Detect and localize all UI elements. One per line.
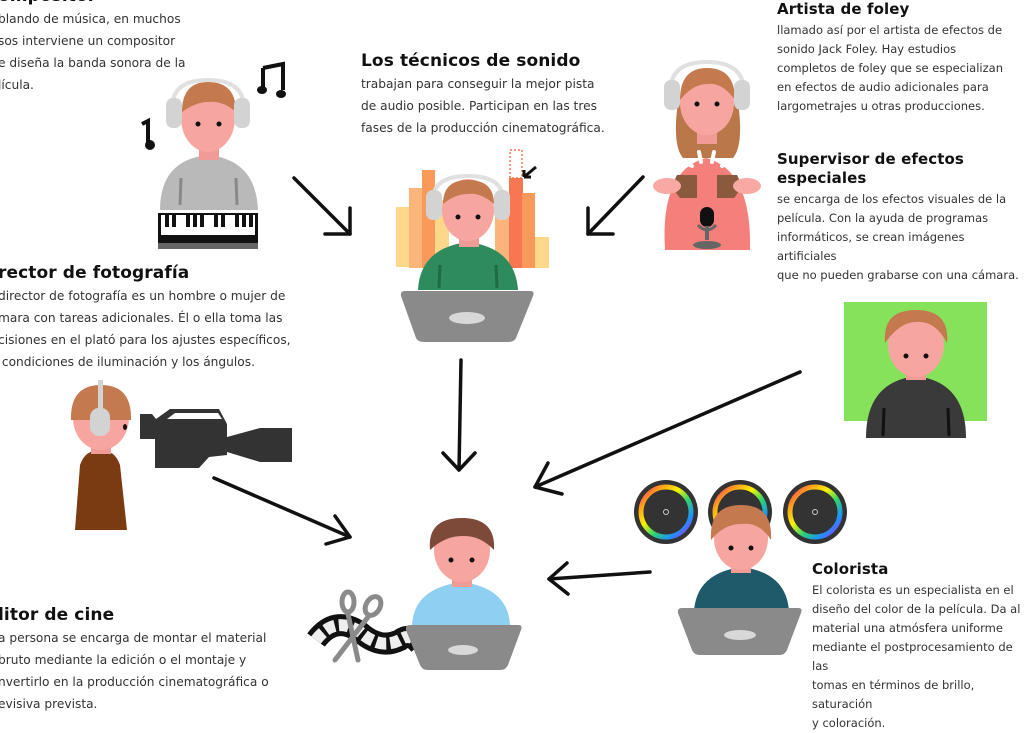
sound-technicians-title: Los técnicos de sonido xyxy=(361,51,581,71)
description-line: largometrajes u otras producciones. xyxy=(777,99,985,113)
description-line: nvertirlo en la producción cinematográfi… xyxy=(0,675,269,689)
description-line: director de fotografía es un hombre o mu… xyxy=(0,289,286,303)
foley-artist-description: llamado así por el artista de efectos de… xyxy=(777,21,1021,116)
description-line: mediante el postprocesamiento de las xyxy=(812,640,1013,673)
vfx-supervisor-illustration xyxy=(844,302,987,438)
foley-artist-title: Artista de foley xyxy=(777,0,910,18)
vfx-supervisor-block: Supervisor de efectos especiales se enca… xyxy=(777,150,1021,285)
colorist-block: Colorista El colorista es un especialist… xyxy=(812,560,1022,733)
cinematographer-illustration xyxy=(70,380,292,530)
cinematographer-block: rector de fotografía director de fotogra… xyxy=(0,263,291,373)
description-line: fases de la producción cinematográfica. xyxy=(361,121,605,135)
film-editor-description: a persona se encarga de montar el materi… xyxy=(0,627,269,715)
arrow-colorist-to-editor xyxy=(547,561,652,596)
cinematographer-description: director de fotografía es un hombre o mu… xyxy=(0,285,291,373)
description-line: sonido Jack Foley. Hay estudios xyxy=(777,42,957,56)
color-wheel-icon xyxy=(783,480,847,544)
description-line: película. Con la ayuda de programas xyxy=(777,211,989,225)
color-wheel-icon xyxy=(634,480,698,544)
film-editor-block: litor de cine a persona se encarga de mo… xyxy=(0,605,269,715)
composer-title: ompositor xyxy=(0,0,185,6)
description-line: completos de foley que se especializan xyxy=(777,61,1003,75)
composer-block: ompositor blando de música, en muchos so… xyxy=(0,0,185,96)
description-line: material una atmósfera uniforme xyxy=(812,621,1003,635)
description-line: diseño del color de la película. Da al xyxy=(812,602,1021,616)
description-line: llamado así por el artista de efectos de xyxy=(777,23,1003,37)
description-line: evisiva prevista. xyxy=(0,697,98,711)
foley-artist-illustration xyxy=(653,59,761,250)
description-line: mara con tareas adicionales. Él o ella t… xyxy=(0,311,283,325)
description-line: El colorista es un especialista en el xyxy=(812,583,1014,597)
microphone-icon xyxy=(693,207,721,249)
description-line: e diseña la banda sonora de la xyxy=(0,56,186,70)
description-line: trabajan para conseguir la mejor pista xyxy=(361,77,595,91)
description-line: cisiones en el plató para los ajustes es… xyxy=(0,333,291,347)
description-line: tomas en términos de brillo, saturación xyxy=(812,678,975,711)
arrow-vfx-to-editor xyxy=(533,370,802,496)
description-line: blando de música, en muchos xyxy=(0,12,181,26)
music-note-icon xyxy=(257,61,286,98)
sound-technician-illustration xyxy=(396,149,549,342)
foley-artist-block: Artista de foley llamado así por el arti… xyxy=(777,0,1021,116)
arrow-sound-to-editor xyxy=(441,358,477,472)
laptop-icon xyxy=(405,625,522,670)
arrow-cinematographer-to-editor xyxy=(212,476,352,546)
illustration-layer xyxy=(70,59,987,670)
arrow-foley-to-sound xyxy=(586,175,645,236)
composer-description: blando de música, en muchos sos intervie… xyxy=(0,8,185,96)
colorist-description: El colorista es un especialista en el di… xyxy=(812,581,1022,733)
description-line: lícula. xyxy=(0,78,34,92)
film-editor-illustration xyxy=(307,518,522,670)
piano-keyboard-icon xyxy=(158,213,258,249)
description-line: se encarga de los efectos visuales de la xyxy=(777,192,1007,206)
coconut-shells-icon xyxy=(674,175,740,198)
description-line: sos interviene un compositor xyxy=(0,34,176,48)
film-strip-icon xyxy=(307,614,429,655)
description-line: condiciones de iluminación y los ángulos… xyxy=(0,355,255,369)
vfx-supervisor-description: se encarga de los efectos visuales de la… xyxy=(777,190,1021,285)
description-line: que no pueden grabarse con una cámara. xyxy=(777,268,1019,282)
description-line: y coloración. xyxy=(812,716,886,730)
description-line: de audio posible. Participan en las tres xyxy=(361,99,597,113)
arrow-composer-to-sound xyxy=(292,176,352,236)
eighth-note-icon xyxy=(141,117,155,150)
colorist-illustration xyxy=(634,480,847,655)
composer-illustration xyxy=(141,61,286,249)
laptop-icon xyxy=(400,291,534,342)
video-camera-icon xyxy=(140,409,292,468)
description-line: bruto mediante la edición o el montaje y xyxy=(0,653,247,667)
sound-technicians-block: Los técnicos de sonido trabajan para con… xyxy=(361,51,605,139)
description-line: a persona se encarga de montar el materi… xyxy=(0,631,267,645)
vfx-supervisor-title: Supervisor de efectos especiales xyxy=(777,150,964,187)
sound-technicians-description: trabajan para conseguir la mejor pista d… xyxy=(361,73,605,139)
film-editor-title: litor de cine xyxy=(0,605,115,625)
scissors-icon xyxy=(332,589,384,663)
laptop-icon xyxy=(677,608,802,655)
cinematographer-title: rector de fotografía xyxy=(0,263,190,283)
description-line: informáticos, se crean imágenes artifici… xyxy=(777,230,965,263)
description-line: en efectos de audio adicionales para xyxy=(777,80,989,94)
colorist-title: Colorista xyxy=(812,560,889,578)
